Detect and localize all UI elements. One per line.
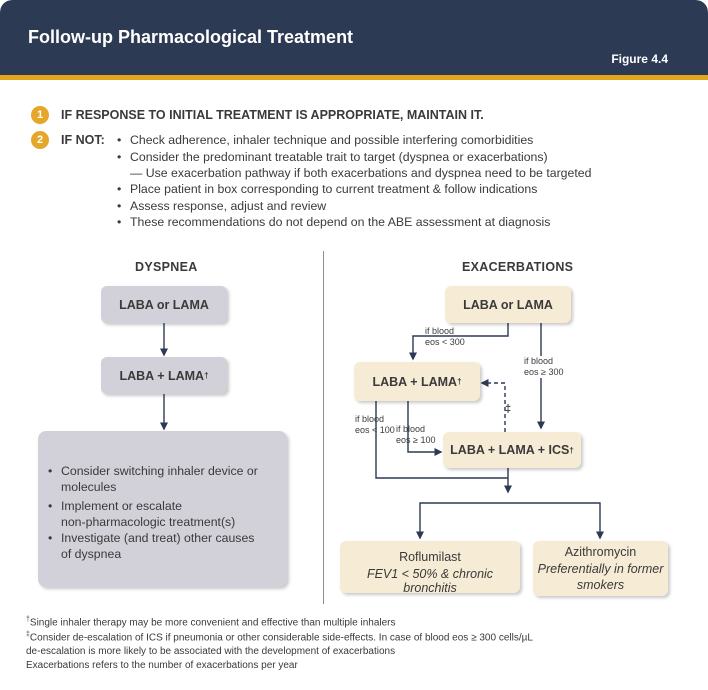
- figure-number: Figure 4.4: [611, 52, 668, 66]
- dagger-mark: †: [457, 377, 462, 386]
- step-2-label: IF NOT:: [61, 133, 105, 147]
- azithromycin-subtitle: Preferentially in former: [537, 562, 664, 576]
- option-line: molecules: [61, 480, 117, 494]
- bullet-dot: •: [117, 150, 122, 164]
- bullet-dot: •: [48, 499, 53, 513]
- footnote-mark: ‡: [26, 631, 30, 638]
- label-eos-lt-300: if blood eos < 300: [425, 326, 465, 348]
- line-eos-lt-100: [375, 401, 508, 479]
- footnote-text: de-escalation is more likely to be assoc…: [26, 646, 396, 657]
- label-line: if blood: [524, 356, 554, 366]
- label-line: eos < 300: [425, 337, 465, 347]
- footnote-text: Exacerbations refers to the number of ex…: [26, 660, 298, 671]
- dyspnea-options-box: • Consider switching inhaler device or m…: [38, 431, 287, 587]
- exacerbation-laba-or-lama-box: LABA or LAMA: [445, 286, 571, 323]
- dyspnea-laba-or-lama-box: LABA or LAMA: [101, 286, 227, 323]
- label-line: eos ≥ 300: [524, 367, 564, 377]
- label-line: eos ≥ 100: [396, 435, 436, 445]
- header-bar: Follow-up Pharmacological Treatment Figu…: [0, 0, 708, 75]
- bullet-dot: •: [117, 182, 122, 196]
- step-2-bullet: Place patient in box corresponding to cu…: [130, 182, 538, 196]
- footnote-text: Single inhaler therapy may be more conve…: [29, 617, 396, 629]
- bullet-dot: •: [117, 133, 122, 147]
- roflumilast-title: Roflumilast: [399, 550, 461, 564]
- footnote: †Single inhaler therapy may be more conv…: [26, 616, 396, 628]
- arrow-deescalation: [480, 379, 506, 432]
- dyspnea-laba-lama-box: LABA + LAMA†: [101, 357, 227, 394]
- step-1-text: IF RESPONSE TO INITIAL TREATMENT IS APPR…: [61, 108, 484, 122]
- double-dagger-mark: ‡: [505, 403, 512, 415]
- option-line: Consider switching inhaler device or: [61, 464, 258, 478]
- label-eos-lt-100: if blood eos < 100: [355, 414, 395, 436]
- column-divider: [323, 251, 324, 604]
- azithromycin-subtitle: smokers: [576, 578, 625, 592]
- option-line: Investigate (and treat) other causes: [61, 531, 255, 545]
- step-1-badge: 1: [31, 106, 49, 124]
- arrow-eos-lt-300: [409, 323, 509, 361]
- option-line: of dyspnea: [61, 547, 122, 561]
- box-label: LABA + LAMA: [119, 368, 205, 383]
- label-line: if blood: [425, 326, 455, 336]
- exacerbation-laba-lama-box: LABA + LAMA†: [354, 362, 480, 401]
- step-2-bullet: Consider the predominant treatable trait…: [130, 150, 548, 164]
- bullet-dot: •: [48, 531, 53, 545]
- footnote-text: Consider de-escalation of ICS if pneumon…: [29, 632, 533, 644]
- arrow-roflumilast: [416, 502, 508, 540]
- dyspnea-heading: DYSPNEA: [135, 260, 198, 274]
- exacerbations-heading: EXACERBATIONS: [462, 260, 574, 274]
- bullet-dot: •: [48, 464, 53, 478]
- label-eos-ge-300: if blood eos ≥ 300: [524, 356, 564, 378]
- step-2-bullet: Check adherence, inhaler technique and p…: [130, 133, 534, 147]
- azithromycin-title: Azithromycin: [564, 545, 637, 559]
- roflumilast-box: Roflumilast FEV1 < 50% & chronic bronchi…: [340, 541, 520, 595]
- label-line: if blood: [396, 424, 426, 434]
- label-line: eos < 100: [355, 425, 395, 435]
- label-line: if blood: [355, 414, 385, 424]
- step-2-subbullet: — Use exacerbation pathway if both exace…: [130, 166, 592, 180]
- step-2-bullet: These recommendations do not depend on t…: [130, 215, 551, 229]
- dagger-mark: †: [569, 445, 574, 455]
- box-label: LABA or LAMA: [463, 297, 553, 312]
- roflumilast-subtitle: FEV1 < 50% & chronic bronchitis: [366, 567, 494, 595]
- bullet-dot: •: [117, 199, 122, 213]
- box-label: LABA + LAMA: [372, 374, 458, 389]
- option-line: Implement or escalate: [61, 499, 182, 513]
- label-eos-ge-100: if blood eos ≥ 100: [396, 424, 435, 446]
- option-line: non-pharmacologic treatment(s): [61, 515, 236, 529]
- footnote-mark: †: [26, 616, 30, 623]
- arrow-azithromycin: [508, 502, 604, 540]
- page-title: Follow-up Pharmacological Treatment: [28, 27, 354, 47]
- exacerbation-triple-box: LABA + LAMA + ICS†: [443, 432, 581, 468]
- footnote: Exacerbations refers to the number of ex…: [26, 660, 298, 671]
- bullet-dot: •: [117, 215, 122, 229]
- footnote: de-escalation is more likely to be assoc…: [26, 646, 395, 657]
- arrow-eos-ge-100: [407, 401, 443, 456]
- dagger-mark: †: [204, 371, 209, 380]
- accent-divider: [0, 75, 708, 80]
- footnote: ‡Consider de-escalation of ICS if pneumo…: [26, 631, 533, 643]
- azithromycin-box: Azithromycin Preferentially in former sm…: [533, 541, 668, 596]
- box-label: LABA + LAMA + ICS: [450, 443, 570, 457]
- step-2-bullet: Assess response, adjust and review: [130, 199, 327, 213]
- box-label: LABA or LAMA: [119, 297, 209, 312]
- step-2-badge: 2: [31, 131, 49, 149]
